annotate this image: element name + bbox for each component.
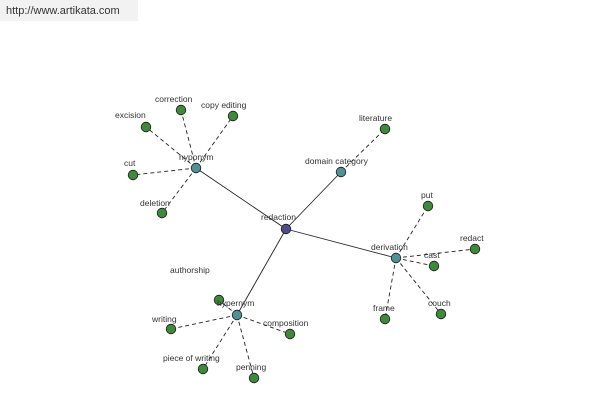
edge-derivation-put [395, 205, 429, 259]
graph-labels: excision correction copy editing cut deletio… [115, 94, 484, 372]
edge-hypernym-composition [236, 314, 291, 335]
leaf-label-cast: cast [424, 250, 440, 260]
edge-hyponym-correction [180, 109, 197, 169]
relation-node-hyponym[interactable] [190, 162, 202, 174]
edge-hyponym-cut [132, 167, 197, 176]
relation-label-hyponym: hyponym [179, 152, 214, 162]
leaf-node-authorship[interactable] [213, 294, 225, 306]
leaf-label-correction: correction [155, 94, 193, 104]
leaf-node-copy-editing[interactable] [227, 110, 239, 122]
graph-edges [132, 109, 476, 379]
edge-hypernym-writing [170, 314, 238, 330]
leaf-label-frame: frame [373, 303, 395, 313]
leaf-node-composition[interactable] [284, 328, 296, 340]
edge-redaction-domain-category [285, 171, 342, 230]
leaf-label-writing: writing [151, 314, 177, 324]
edge-hypernym-piece-of-writing [202, 314, 238, 370]
center-node-redaction[interactable] [280, 223, 292, 235]
edge-hyponym-deletion [161, 167, 197, 214]
edge-derivation-frame [384, 257, 397, 320]
leaf-label-deletion: deletion [140, 198, 170, 208]
leaf-node-frame[interactable] [379, 313, 391, 325]
edge-domain-category-literature [340, 128, 386, 173]
relation-label-derivation: derivation [371, 242, 408, 252]
leaf-node-piece-of-writing[interactable] [197, 363, 209, 375]
relation-label-domain-category: domain category [305, 156, 369, 166]
leaf-node-correction[interactable] [175, 104, 187, 116]
leaf-label-excision: excision [115, 110, 146, 120]
leaf-label-put: put [421, 190, 433, 200]
relation-node-derivation[interactable] [390, 252, 402, 264]
center-label: redaction [261, 212, 296, 222]
relation-node-domain-category[interactable] [335, 166, 347, 178]
edge-hypernym-penning [236, 314, 255, 379]
edge-derivation-couch [395, 257, 442, 315]
graph-nodes [127, 104, 481, 384]
leaf-label-authorship: authorship [170, 265, 210, 275]
leaf-label-piece-of-writing: piece of writing [163, 353, 220, 363]
source-url-bar: http://www.artikata.com [0, 0, 138, 21]
edge-redaction-hypernym [236, 228, 287, 316]
edge-derivation-redact [395, 248, 476, 259]
edge-redaction-hyponym [195, 167, 287, 230]
leaf-label-composition: composition [263, 318, 309, 328]
leaf-node-writing[interactable] [165, 323, 177, 335]
leaf-node-penning[interactable] [248, 372, 260, 384]
relation-node-hypernym[interactable] [231, 309, 243, 321]
relation-label-hypernym: hypernym [217, 298, 254, 308]
leaf-label-penning: penning [236, 362, 267, 372]
leaf-node-literature[interactable] [379, 123, 391, 135]
leaf-label-couch: couch [428, 298, 451, 308]
leaf-label-redact: redact [460, 233, 484, 243]
source-url[interactable]: http://www.artikata.com [6, 5, 120, 17]
edge-redaction-derivation [285, 228, 397, 259]
leaf-label-literature: literature [359, 113, 392, 123]
edge-hyponym-excision [145, 126, 197, 169]
leaf-node-redact[interactable] [469, 243, 481, 255]
leaf-node-cast[interactable] [428, 260, 440, 272]
leaf-label-copy-editing: copy editing [201, 100, 247, 110]
leaf-label-cut: cut [124, 158, 136, 168]
leaf-node-excision[interactable] [140, 121, 152, 133]
leaf-node-cut[interactable] [127, 169, 139, 181]
edge-hyponym-copy-editing [195, 115, 234, 169]
leaf-node-deletion[interactable] [156, 207, 168, 219]
leaf-node-couch[interactable] [435, 308, 447, 320]
leaf-node-put[interactable] [422, 200, 434, 212]
